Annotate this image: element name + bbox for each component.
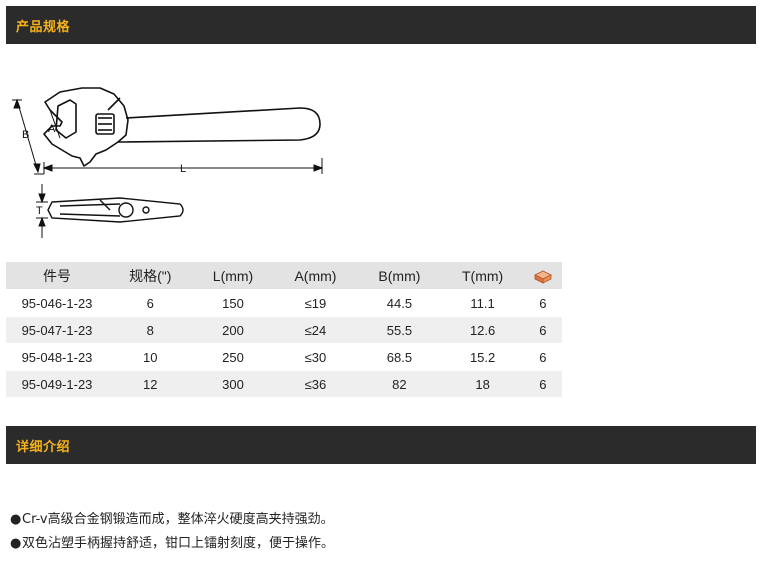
cell-a: ≤36 — [273, 370, 358, 398]
feature-item: ●双色沾塑手柄握持舒适，钳口上镭射刻度，便于操作。 — [10, 532, 334, 556]
cell-b: 55.5 — [357, 316, 442, 344]
wrench-jaw-opening — [55, 99, 77, 139]
cell-l: 300 — [192, 370, 274, 398]
label-t: T — [36, 205, 43, 217]
cell-size: 6 — [108, 289, 193, 317]
cell-part-no: 95-048-1-23 — [6, 343, 108, 371]
spec-table-header: 件号 规格(") L(mm) A(mm) B(mm) T(mm) — [6, 262, 562, 290]
cell-size: 10 — [108, 343, 193, 371]
cell-part-no: 95-046-1-23 — [6, 289, 108, 317]
wrench-side-view — [47, 197, 184, 223]
spec-section-header: 产品规格 — [6, 6, 756, 44]
detail-section-title: 详细介绍 — [16, 439, 71, 455]
wrench-handle — [117, 107, 321, 143]
header-size: 规格(") — [108, 262, 193, 290]
label-l: L — [180, 163, 186, 175]
cell-part-no: 95-047-1-23 — [6, 316, 108, 344]
feature-text: 双色沾塑手柄握持舒适，钳口上镭射刻度，便于操作。 — [22, 536, 335, 551]
cell-a: ≤24 — [273, 316, 358, 344]
bullet-icon: ● — [10, 512, 22, 527]
box-icon — [534, 270, 552, 284]
cell-pack: 6 — [523, 343, 562, 371]
cell-t: 12.6 — [441, 316, 524, 344]
cell-a: ≤19 — [273, 289, 358, 317]
cell-size: 8 — [108, 316, 193, 344]
cell-b: 44.5 — [357, 289, 442, 317]
header-b: B(mm) — [357, 262, 442, 290]
cell-t: 18 — [441, 370, 524, 398]
cell-l: 200 — [192, 316, 274, 344]
wrench-dimension-diagram: B A L T — [12, 87, 324, 238]
feature-item: ●Cr-v高级合金钢锻造而成，整体淬火硬度高夹持强劲。 — [10, 508, 334, 532]
spec-table: 件号 规格(") L(mm) A(mm) B(mm) T(mm) 95-046-… — [6, 262, 562, 398]
cell-t: 11.1 — [441, 289, 524, 317]
header-part-no: 件号 — [6, 262, 108, 290]
feature-list: ●Cr-v高级合金钢锻造而成，整体淬火硬度高夹持强劲。 ●双色沾塑手柄握持舒适，… — [10, 508, 334, 556]
cell-part-no: 95-049-1-23 — [6, 370, 108, 398]
cell-size: 12 — [108, 370, 193, 398]
label-a: A — [48, 123, 56, 135]
wrench-head-outline — [43, 87, 129, 167]
cell-pack: 6 — [523, 316, 562, 344]
worm-gear — [95, 113, 115, 135]
detail-section-header: 详细介绍 — [6, 426, 756, 464]
cell-b: 82 — [357, 370, 442, 398]
cell-pack: 6 — [523, 289, 562, 317]
cell-a: ≤30 — [273, 343, 358, 371]
header-l: L(mm) — [192, 262, 274, 290]
label-b: B — [22, 129, 29, 141]
cell-pack: 6 — [523, 370, 562, 398]
bullet-icon: ● — [10, 536, 22, 551]
spec-section-title: 产品规格 — [16, 19, 71, 35]
header-pack — [523, 262, 562, 290]
cell-b: 68.5 — [357, 343, 442, 371]
feature-text: Cr-v高级合金钢锻造而成，整体淬火硬度高夹持强劲。 — [22, 512, 334, 527]
cell-l: 150 — [192, 289, 274, 317]
header-t: T(mm) — [441, 262, 524, 290]
header-a: A(mm) — [273, 262, 358, 290]
cell-l: 250 — [192, 343, 274, 371]
cell-t: 15.2 — [441, 343, 524, 371]
